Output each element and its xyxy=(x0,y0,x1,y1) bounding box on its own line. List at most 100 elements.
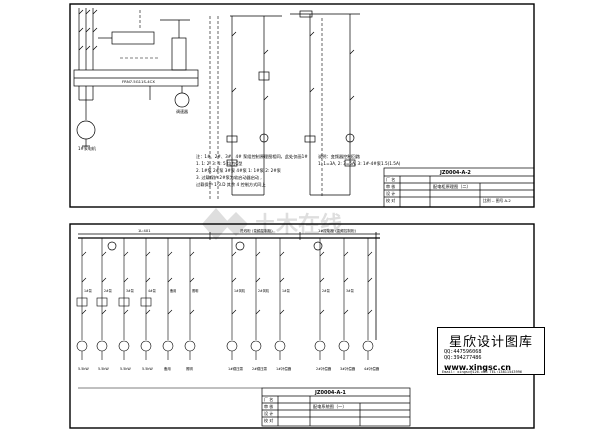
note-left-line-1: 1. 1: 2: 3: 4: 5 均为C型 xyxy=(196,160,242,167)
feeder-breaker xyxy=(255,251,261,257)
bus-label-2: 进线柜 (变频控制柜) xyxy=(240,228,273,233)
feeder-motor xyxy=(184,340,196,352)
main-circuit xyxy=(73,8,199,147)
top-title-name: 配电柜原理图（二） xyxy=(433,183,471,190)
feeder-relay xyxy=(145,309,151,315)
bottom-title-cell-1: 厂 名 xyxy=(264,396,273,402)
bottom-sheet-border xyxy=(69,223,535,429)
feeder-relay xyxy=(81,309,87,315)
note-left-line-3: 3. 过载保护 2#泵为软启动器启动 , xyxy=(196,174,262,181)
feeder-contactor xyxy=(255,277,261,283)
top-title-cell-4: 校 对 xyxy=(386,197,395,203)
feeder-motor xyxy=(226,340,238,352)
feeder-contactor xyxy=(145,277,151,283)
feeder-bottom-label: 5.5kW xyxy=(142,367,153,371)
bottom-drawing-number: JZ0004-A-1 xyxy=(314,390,346,396)
inverter-model-label: FRN7.5G11S-4CX xyxy=(122,79,155,84)
stamp-website: www.xingsc.cn xyxy=(444,363,512,372)
feeder-contactor xyxy=(81,277,87,283)
dashed-links xyxy=(120,10,219,200)
feeder-motor xyxy=(76,340,88,352)
feeder-bottom-label: 2#稳压泵 xyxy=(252,366,268,371)
feeder-relay xyxy=(101,309,107,315)
feeder-contactor xyxy=(189,277,195,283)
feeder-relay xyxy=(189,309,195,315)
bottom-title-cell-4: 校 对 xyxy=(264,417,273,423)
feeder-label: 2#泵 xyxy=(322,288,331,293)
feeder-breaker xyxy=(81,251,87,257)
feeder-relay xyxy=(167,309,173,315)
feeder-contactor xyxy=(367,277,373,283)
feeder-breaker xyxy=(123,251,129,257)
feeder-contactor xyxy=(279,277,285,283)
feeder-motor xyxy=(250,340,262,352)
feeder-bottom-label: 5.5kW xyxy=(98,367,109,371)
feeder-label: 1#风机 xyxy=(234,288,246,293)
feeder-starter-box xyxy=(76,297,88,307)
top-title-cell-1: 厂 名 xyxy=(386,176,395,182)
stamp-name: 星欣设计图库 xyxy=(448,335,533,350)
feeder-bottom-label: 4#补偿器 xyxy=(364,366,380,371)
feeder-bottom-label: 5.5kW xyxy=(78,367,89,371)
feeder-motor xyxy=(362,340,374,352)
feeder-breaker xyxy=(279,251,285,257)
feeder-starter-box xyxy=(118,297,130,307)
feeder-label: 3#泵 xyxy=(346,288,355,293)
bottom-title-cell-2: 审 核 xyxy=(264,403,273,409)
design-library-stamp: 星欣设计图库 QQ:447596068 QQ:394277486 www.xin… xyxy=(437,327,545,375)
feeder-motor xyxy=(96,340,108,352)
feeder-label: 1#泵 xyxy=(84,288,93,293)
feeder-breaker xyxy=(367,251,373,257)
bus-bars xyxy=(78,232,380,340)
stamp-qq-1: QQ:447596068 xyxy=(444,349,482,355)
feeder-label: 备用 xyxy=(170,288,176,293)
feeder-bottom-label: 1#稳压泵 xyxy=(228,366,244,371)
bus-label-1: 1L:4X1 xyxy=(138,229,151,233)
feeder-contactor xyxy=(123,277,129,283)
feeder-label: 2#泵 xyxy=(104,288,113,293)
feeder-contactor xyxy=(101,277,107,283)
bottom-sheet: 1L:4X1 进线柜 (变频控制柜) 1#控制柜 (变频控制柜) JZ0004-… xyxy=(69,223,535,429)
note-right-heading: 说明：变频器控制回路 xyxy=(318,153,361,160)
feeder-relay xyxy=(255,309,261,315)
motor-label: 1#泵电机 xyxy=(78,145,96,151)
note-left-line-2: 2. 1#泵 2#泵 3#泵 4#泵 1: 1#泵 2: 2#泵 xyxy=(196,168,281,173)
top-sheet-border xyxy=(69,3,535,208)
control-circuit-2 xyxy=(290,10,360,196)
feeder-group xyxy=(76,238,374,389)
feeder-starter-box xyxy=(140,297,152,307)
feeder-label: 4#泵 xyxy=(148,288,157,293)
feeder-relay xyxy=(123,309,129,315)
feeder-contactor xyxy=(319,277,325,283)
transformer-label: 调速器 xyxy=(176,108,188,114)
bottom-title-cell-3: 设 计 xyxy=(264,410,273,416)
feeder-bottom-label: 2#补偿器 xyxy=(316,366,332,371)
feeder-breaker xyxy=(319,251,325,257)
control-circuit-1 xyxy=(226,15,282,196)
top-title-cell-2: 审 核 xyxy=(386,183,395,189)
bus-label-3: 1#控制柜 (变频控制柜) xyxy=(318,228,357,233)
note-right-line: 1: 1=3A, 2: 3=5A, 3: 1#-4#泵1.5(1.5A) xyxy=(318,161,401,166)
feeder-bottom-label: 照明 xyxy=(186,367,193,371)
note-left-heading: 注：1#、2#、3#、4# 泵组控制原理图相同，此处仅画1# xyxy=(196,153,308,160)
feeder-label: 1#泵 xyxy=(282,288,291,293)
top-sheet: FRN7.5G11S-4CX 1#泵电机 调速器 xyxy=(69,3,535,208)
top-drawing-number: JZ0004-A-2 xyxy=(439,170,471,176)
feeder-breaker xyxy=(101,251,107,257)
feeder-relay xyxy=(343,309,349,315)
bus-meters xyxy=(107,241,323,251)
feeder-relay xyxy=(231,309,237,315)
feeder-breaker xyxy=(343,251,349,257)
note-left-line-4: 过载保护 1-3.D 其余 4 控制方式同上 xyxy=(196,181,266,188)
feeder-relay xyxy=(367,309,373,315)
feeder-bottom-label: 1#补偿器 xyxy=(276,366,292,371)
feeder-breaker xyxy=(145,251,151,257)
feeder-label: 照明 xyxy=(192,289,198,293)
feeder-label: 2#风机 xyxy=(258,288,270,293)
feeder-starter-box xyxy=(96,297,108,307)
feeder-bottom-label: 3#补偿器 xyxy=(340,366,356,371)
feeder-relay xyxy=(279,309,285,315)
feeder-contactor xyxy=(343,277,349,283)
feeder-motor xyxy=(314,340,326,352)
